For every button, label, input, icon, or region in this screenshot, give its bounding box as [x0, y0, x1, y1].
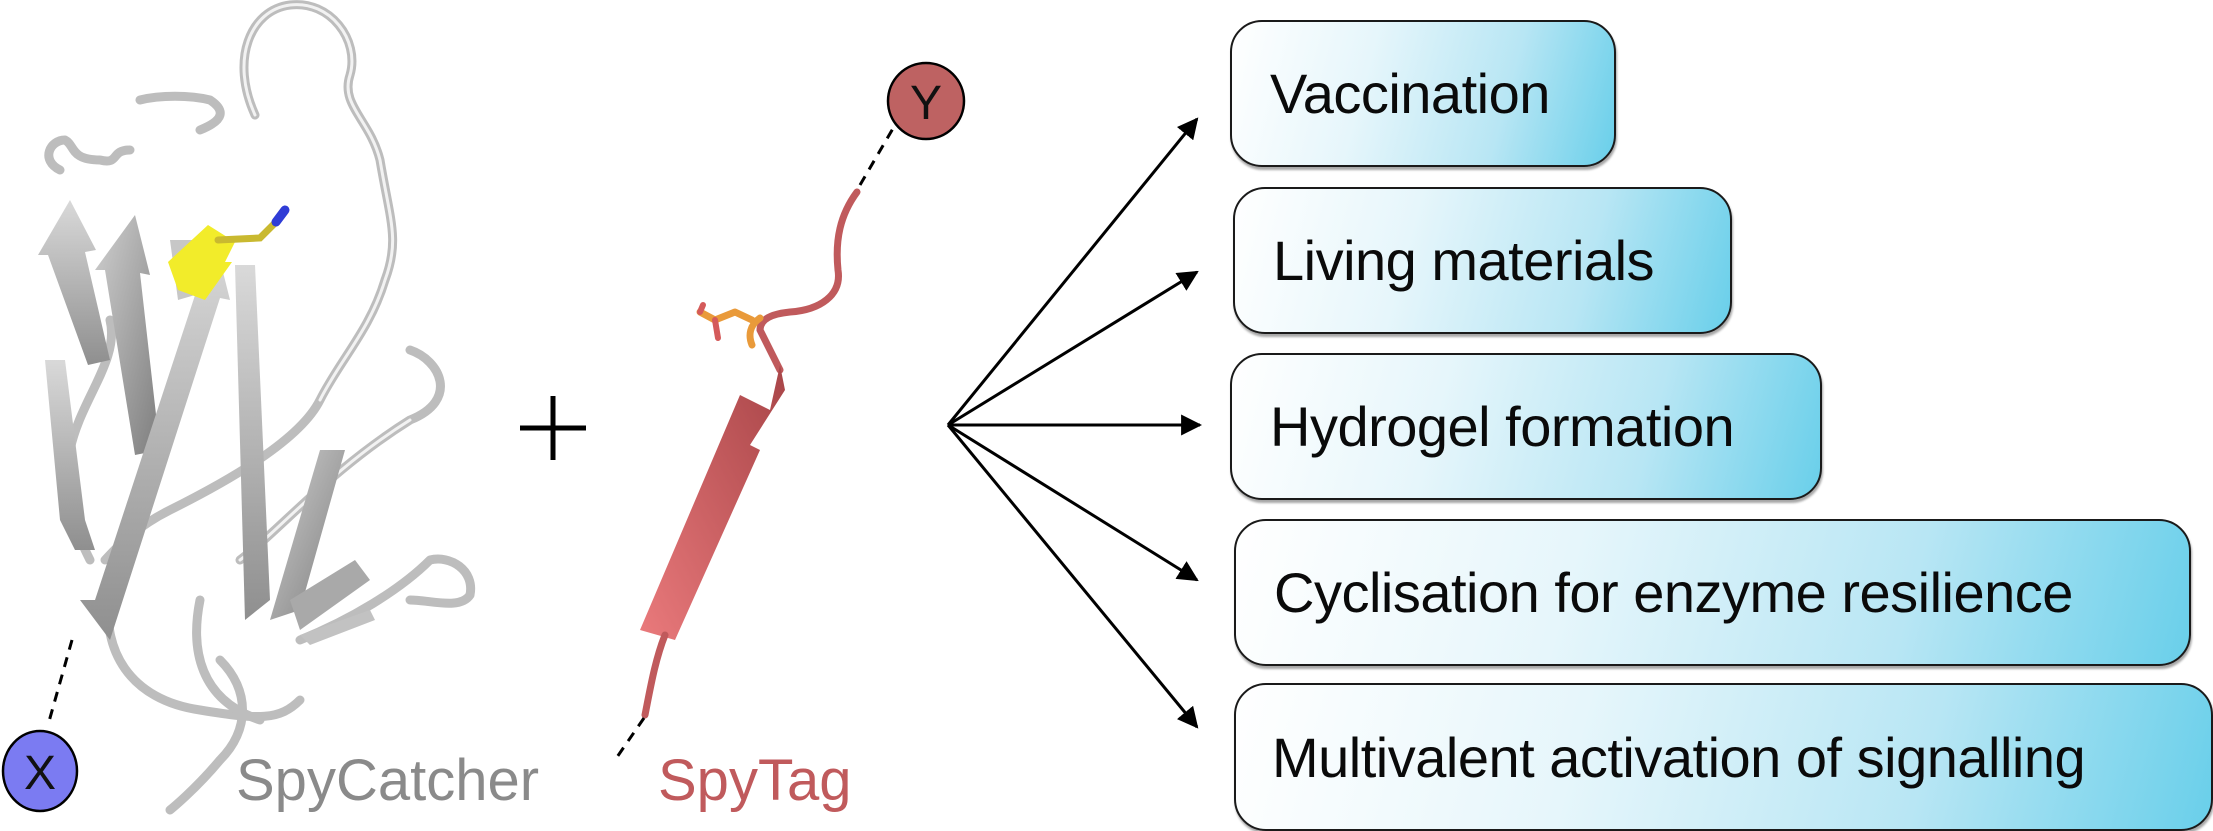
application-box-hydrogel-formation: Hydrogel formation — [1230, 353, 1822, 500]
application-label: Multivalent activation of signalling — [1272, 725, 2086, 789]
partner-y-node: Y — [886, 61, 966, 141]
partner-x-label: X — [24, 747, 56, 800]
arrow-to-cyclisation — [947, 423, 1199, 582]
reactive-lysine-highlight — [168, 225, 235, 300]
plus-icon — [520, 396, 586, 460]
spytag-label: SpyTag — [658, 748, 851, 813]
application-label: Living materials — [1273, 229, 1655, 292]
application-arrows — [946, 117, 1203, 729]
application-box-cyclisation: Cyclisation for enzyme resilience — [1234, 519, 2191, 666]
spycatcher-label: SpyCatcher — [236, 748, 539, 813]
partner-y-label: Y — [910, 77, 942, 130]
arrow-to-multivalent-activation — [946, 424, 1199, 729]
application-box-multivalent-activation: Multivalent activation of signalling — [1234, 683, 2213, 831]
spytag-structure — [613, 124, 897, 761]
partner-x-node: X — [1, 729, 79, 813]
spycatcher-structure — [38, 0, 476, 815]
arrow-to-living-materials — [947, 270, 1199, 427]
application-box-living-materials: Living materials — [1233, 187, 1732, 334]
application-label: Vaccination — [1270, 62, 1550, 125]
lysine-nitrogen — [271, 205, 290, 227]
application-label: Cyclisation for enzyme resilience — [1274, 561, 2073, 624]
arrow-to-vaccination — [946, 117, 1199, 426]
application-box-vaccination: Vaccination — [1230, 20, 1616, 167]
application-label: Hydrogel formation — [1270, 395, 1735, 458]
